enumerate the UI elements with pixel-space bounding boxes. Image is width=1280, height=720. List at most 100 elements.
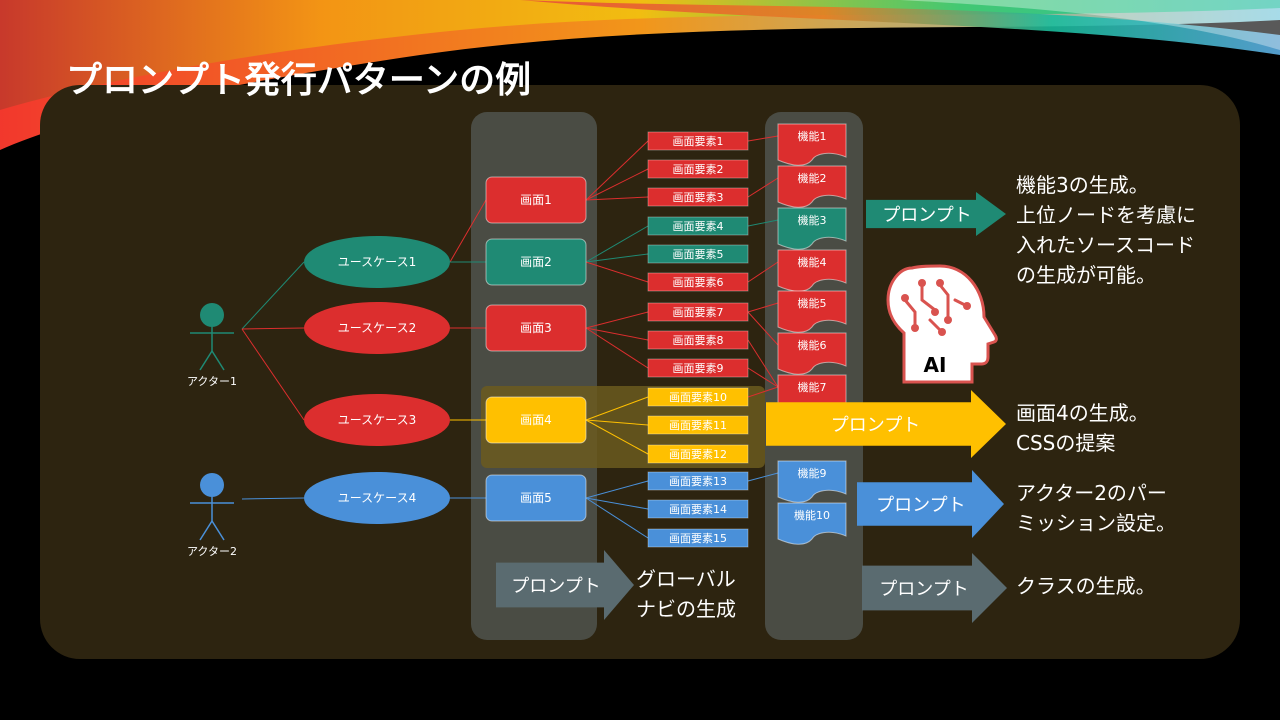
screen-element-e1[interactable]: 画面要素1 xyxy=(647,131,749,151)
function-label: 機能7 xyxy=(798,380,827,394)
connector-s3-e8 xyxy=(585,327,649,341)
screen-element-label: 画面要素12 xyxy=(669,448,727,461)
screen-s5[interactable]: 画面5 xyxy=(485,474,587,522)
screen-element-e4[interactable]: 画面要素4 xyxy=(647,216,749,236)
prompt-arrow-icon xyxy=(496,550,634,620)
connector-s5-e15 xyxy=(585,497,649,539)
prompt-label: プロンプト xyxy=(876,495,965,516)
connector-a1-u1 xyxy=(241,261,305,330)
screen-element-label: 画面要素13 xyxy=(669,475,727,488)
prompt-p4: プロンプトクラスの生成。 xyxy=(862,553,1156,623)
screen-element-e10[interactable]: 画面要素10 xyxy=(647,387,749,407)
function-f2[interactable]: 機能2 xyxy=(777,165,847,208)
prompt-description-line: の生成が可能。 xyxy=(1016,263,1156,287)
prompt-label: プロンプト xyxy=(511,576,600,597)
screen-element-label: 画面要素9 xyxy=(673,362,724,375)
function-label: 機能6 xyxy=(798,338,827,352)
function-label: 機能1 xyxy=(798,129,827,143)
function-f9[interactable]: 機能9 xyxy=(777,460,847,503)
prompt-description-line: 上位ノードを考慮に xyxy=(1016,203,1196,227)
connector-s3-e9 xyxy=(585,327,649,369)
prompt-label: プロンプト xyxy=(879,579,968,600)
function-f6[interactable]: 機能6 xyxy=(777,332,847,375)
function-f10[interactable]: 機能10 xyxy=(777,502,847,545)
screen-element-e2[interactable]: 画面要素2 xyxy=(647,159,749,179)
prompt-description-line: アクター2のパー xyxy=(1016,481,1167,505)
screen-element-e6[interactable]: 画面要素6 xyxy=(647,272,749,292)
ai-head-icon: AI xyxy=(886,264,998,384)
connector-u1-s1 xyxy=(449,199,487,263)
screen-label: 画面3 xyxy=(520,321,552,335)
usecase-u1[interactable]: ユースケース1 xyxy=(304,236,450,288)
prompt-description-line: グローバル xyxy=(636,567,736,591)
usecase-u3[interactable]: ユースケース3 xyxy=(304,394,450,446)
function-f3[interactable]: 機能3 xyxy=(777,207,847,250)
screen-element-e3[interactable]: 画面要素3 xyxy=(647,187,749,207)
connector-s3-e7 xyxy=(585,311,649,329)
screen-element-e11[interactable]: 画面要素11 xyxy=(647,415,749,435)
function-label: 機能4 xyxy=(798,255,827,269)
prompt-description-line: ミッション設定。 xyxy=(1016,511,1176,535)
screen-element-label: 画面要素4 xyxy=(673,220,724,233)
usecase-label: ユースケース3 xyxy=(338,413,416,427)
screen-element-label: 画面要素14 xyxy=(669,503,727,516)
screen-element-e8[interactable]: 画面要素8 xyxy=(647,330,749,350)
screen-element-e9[interactable]: 画面要素9 xyxy=(647,358,749,378)
screen-element-e12[interactable]: 画面要素12 xyxy=(647,444,749,464)
prompt-description-line: CSSの提案 xyxy=(1016,431,1115,455)
function-label: 機能10 xyxy=(794,508,830,522)
connector-e3-f2 xyxy=(747,177,779,198)
screen-label: 画面1 xyxy=(520,193,552,207)
function-f5[interactable]: 機能5 xyxy=(777,290,847,333)
connector-s5-e14 xyxy=(585,497,649,510)
connector-e8-f7 xyxy=(747,339,779,388)
screen-s1[interactable]: 画面1 xyxy=(485,176,587,224)
screen-element-e15[interactable]: 画面要素15 xyxy=(647,528,749,548)
prompt-description-line: 画面4の生成。 xyxy=(1016,401,1149,425)
prompt-description-line: 入れたソースコード xyxy=(1016,233,1195,257)
prompt-label: プロンプト xyxy=(882,205,971,226)
prompt-arrows: プロンプト機能3の生成。上位ノードを考慮に入れたソースコードの生成が可能。プロン… xyxy=(496,173,1196,623)
screen-element-label: 画面要素3 xyxy=(673,191,724,204)
screen-s4[interactable]: 画面4 xyxy=(485,396,587,444)
screen-element-e13[interactable]: 画面要素13 xyxy=(647,471,749,491)
connector-s4-e12 xyxy=(585,419,649,455)
screen-label: 画面4 xyxy=(520,413,552,427)
function-label: 機能5 xyxy=(798,296,827,310)
function-label: 機能9 xyxy=(798,466,827,480)
connector-s5-e13 xyxy=(585,480,649,499)
actor-a2: アクター2 xyxy=(187,473,237,558)
screen-s3[interactable]: 画面3 xyxy=(485,304,587,352)
connector-a1-u2 xyxy=(241,327,305,330)
screen-element-label: 画面要素5 xyxy=(673,248,724,261)
usecase-u4[interactable]: ユースケース4 xyxy=(304,472,450,524)
page-title: プロンプト発行パターンの例 xyxy=(66,60,531,101)
usecase-u2[interactable]: ユースケース2 xyxy=(304,302,450,354)
screen-element-e14[interactable]: 画面要素14 xyxy=(647,499,749,519)
screen-element-label: 画面要素11 xyxy=(669,419,727,432)
function-f4[interactable]: 機能4 xyxy=(777,249,847,292)
connector-e4-f3 xyxy=(747,219,779,227)
prompt-description-line: ナビの生成 xyxy=(636,597,736,621)
prompt-arrow-icon xyxy=(857,470,1004,538)
connector-s1-e1 xyxy=(585,140,649,201)
connector-s4-e10 xyxy=(585,396,649,421)
screen-element-e7[interactable]: 画面要素7 xyxy=(647,302,749,322)
prompt-description-line: 機能3の生成。 xyxy=(1016,173,1149,197)
actor-head-icon xyxy=(200,303,224,327)
connector-s1-e3 xyxy=(585,196,649,201)
background-swoosh xyxy=(0,0,1280,150)
function-f1[interactable]: 機能1 xyxy=(777,123,847,166)
prompt-arrow-icon xyxy=(862,553,1007,623)
actor-a1: アクター1 xyxy=(187,303,237,388)
screen-element-label: 画面要素8 xyxy=(673,334,724,347)
connector-e9-f7 xyxy=(747,367,779,388)
function-label: 機能3 xyxy=(798,213,827,227)
screen-s2[interactable]: 画面2 xyxy=(485,238,587,286)
screen-element-label: 画面要素10 xyxy=(669,391,727,404)
screen-element-e5[interactable]: 画面要素5 xyxy=(647,244,749,264)
nodes: アクター1 アクター2 ユースケース1 ユースケース2 ユースケース3 ユースケース4 画面… xyxy=(187,123,847,558)
